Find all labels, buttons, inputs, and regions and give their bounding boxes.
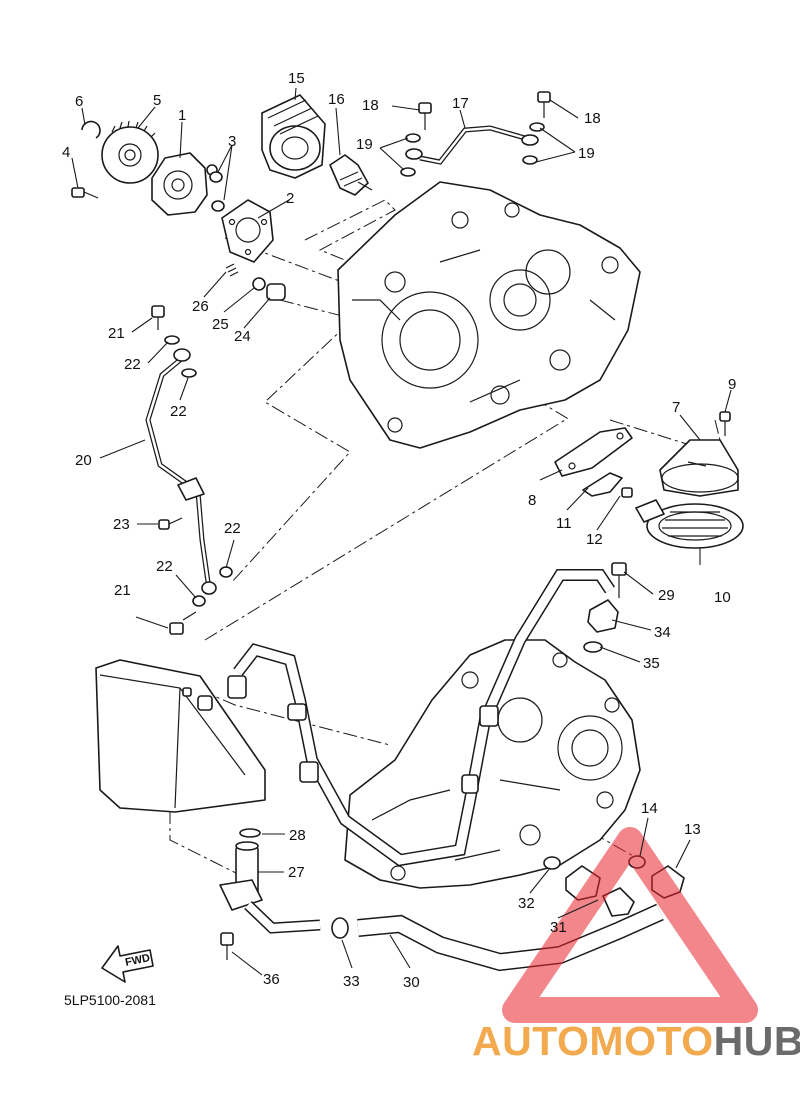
bracket-bolt xyxy=(621,487,633,498)
callout-10: 10 xyxy=(714,589,731,606)
watermark-triangle-icon xyxy=(502,827,758,1023)
oil-pipe-left xyxy=(145,348,217,595)
callout-2: 2 xyxy=(286,190,294,207)
callout-1: 1 xyxy=(178,107,186,124)
leader-lines xyxy=(71,87,732,976)
strainer-cover xyxy=(659,439,739,497)
pump-bolt xyxy=(71,187,99,199)
watermark-logo: AUTOMOTOHUB xyxy=(472,1018,800,1065)
spring xyxy=(225,263,239,277)
callout-22d: 22 xyxy=(156,558,173,575)
callout-20: 20 xyxy=(75,452,92,469)
callout-11: 11 xyxy=(556,515,572,532)
oil-hoses xyxy=(227,569,664,972)
callout-22a: 22 xyxy=(124,356,141,373)
delivery-union xyxy=(583,562,627,653)
oil-delivery-pipe-upper xyxy=(405,125,539,165)
callout-26: 26 xyxy=(192,298,209,315)
callout-24: 24 xyxy=(234,328,251,345)
ball xyxy=(252,277,266,291)
callout-16: 16 xyxy=(328,91,345,108)
callout-17: 17 xyxy=(452,95,469,112)
callout-4: 4 xyxy=(62,144,70,161)
callout-31: 31 xyxy=(550,919,567,936)
callout-30: 30 xyxy=(403,974,420,991)
callout-3: 3 xyxy=(228,133,236,150)
callout-9: 9 xyxy=(728,376,736,393)
pipe-clamp-bolt xyxy=(158,517,183,530)
oil-union xyxy=(329,154,373,196)
callout-28: 28 xyxy=(289,827,306,844)
callout-22b: 22 xyxy=(170,403,187,420)
callout-7: 7 xyxy=(672,399,680,416)
o-rings xyxy=(209,171,225,212)
callout-15: 15 xyxy=(288,70,305,87)
fwd-label: FWD xyxy=(124,952,151,969)
oil-pump xyxy=(151,152,218,216)
cover-screw xyxy=(719,411,731,436)
callout-18b: 18 xyxy=(584,110,601,127)
callout-22c: 22 xyxy=(224,520,241,537)
crankcase-upper xyxy=(337,181,641,449)
callout-12: 12 xyxy=(586,531,603,548)
callouts: 1 2 3 4 5 6 7 8 9 10 11 12 13 14 15 16 1… xyxy=(62,70,736,991)
diagram-code: 5LP5100-2081 xyxy=(64,992,156,1008)
callout-21b: 21 xyxy=(114,582,131,599)
circlip xyxy=(81,120,101,139)
screen-bracket xyxy=(582,472,623,497)
cover-gasket xyxy=(554,427,633,477)
union-bolts xyxy=(418,91,551,130)
callout-13: 13 xyxy=(684,821,701,838)
oil-pump-gear xyxy=(101,120,159,184)
callout-27: 27 xyxy=(288,864,305,881)
callout-21a: 21 xyxy=(108,325,125,342)
oil-tank xyxy=(95,659,266,813)
pipe-bolts xyxy=(151,305,197,635)
oil-filter xyxy=(261,94,326,179)
watermark-text-a: AUTOMOTO xyxy=(472,1018,714,1064)
callout-29: 29 xyxy=(658,587,675,604)
callout-34: 34 xyxy=(654,624,671,641)
fwd-arrow-icon: FWD xyxy=(101,945,154,983)
callout-5: 5 xyxy=(153,92,161,109)
callout-18a: 18 xyxy=(362,97,379,114)
callout-19b: 19 xyxy=(578,145,595,162)
plug xyxy=(266,283,286,301)
callout-6: 6 xyxy=(75,93,83,110)
callout-25: 25 xyxy=(212,316,229,333)
callout-36: 36 xyxy=(263,971,280,988)
crankcase-lower xyxy=(344,639,641,889)
watermark-text-b: HUB xyxy=(713,1018,800,1064)
pipe-washers xyxy=(164,335,233,607)
callout-14: 14 xyxy=(641,800,658,817)
tank-pipe xyxy=(219,828,349,960)
pump-gasket xyxy=(221,199,274,263)
strainer-screen xyxy=(635,499,744,549)
callout-8: 8 xyxy=(528,492,536,509)
callout-23: 23 xyxy=(113,516,130,533)
callout-35: 35 xyxy=(643,655,660,672)
callout-19a: 19 xyxy=(356,136,373,153)
callout-33: 33 xyxy=(343,973,360,990)
callout-32: 32 xyxy=(518,895,535,912)
